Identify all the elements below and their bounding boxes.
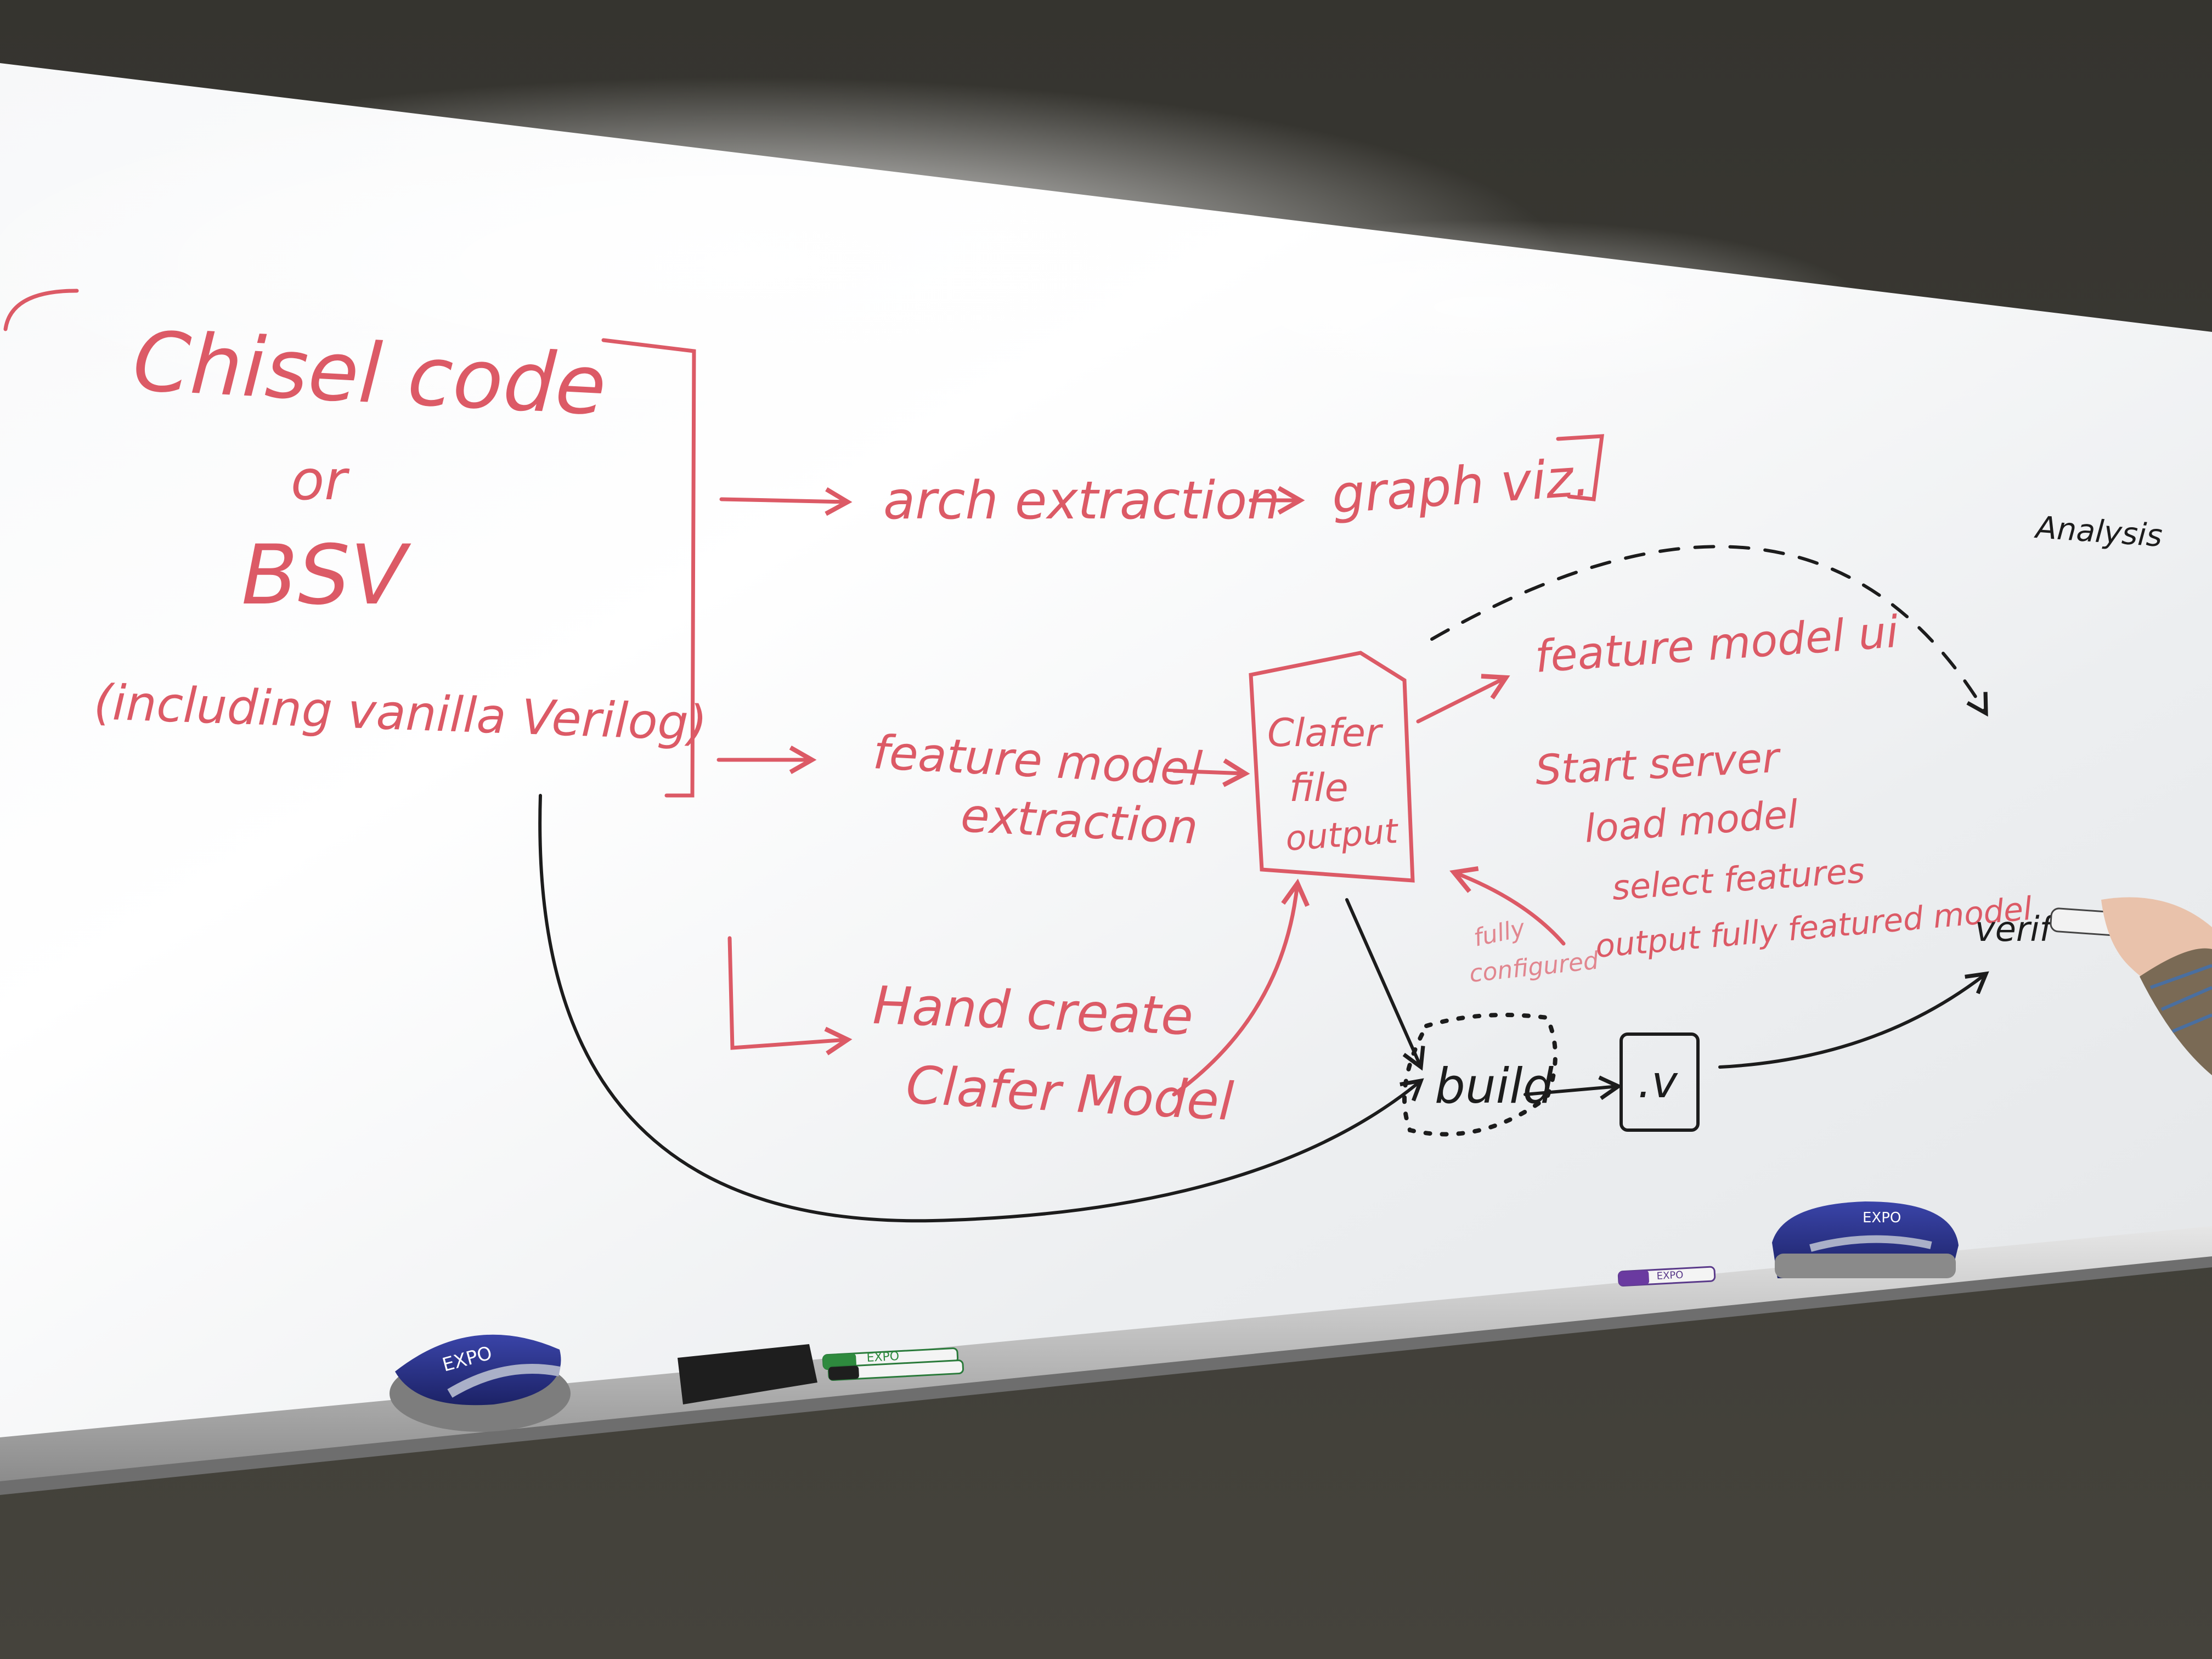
- marker-green-brand: EXPO: [866, 1350, 900, 1365]
- clafer-file-box: [1249, 651, 1415, 883]
- arrow-fully-configured: [1449, 866, 1566, 946]
- marker-purple-brand: EXPO: [1656, 1269, 1684, 1282]
- eraser-left: EXPO: [390, 1334, 571, 1432]
- diagram-black: [538, 545, 1989, 1223]
- sleeve: [2140, 948, 2212, 1075]
- hand-create-elbow: [727, 936, 853, 1056]
- arrow-to-clafer: [1172, 758, 1250, 787]
- source-to-build-curve: [538, 794, 1424, 1223]
- v-file-label: .v: [1638, 1057, 1678, 1108]
- v-file-box: [1620, 1032, 1700, 1132]
- left-bracket: [3, 289, 79, 331]
- marker-purple: EXPO: [1617, 1266, 1716, 1287]
- light-glare-2: [1097, 219, 1865, 395]
- feature-model-extraction-2: extraction: [960, 788, 1199, 855]
- dashed-analysis-arc: [1430, 545, 1988, 717]
- build-to-v: [1523, 1075, 1623, 1101]
- clafer-to-build: [1345, 898, 1425, 1071]
- source-line-3: BSV: [241, 528, 411, 623]
- marker-tray: [0, 1226, 2212, 1487]
- source-bracket: [601, 338, 696, 798]
- verif-label: verif: [1975, 909, 2056, 949]
- arrow-to-arch: [719, 487, 853, 516]
- arch-extraction: arch extraction: [883, 471, 1280, 531]
- source-line-2: or: [291, 448, 350, 512]
- marker-green-2: [827, 1359, 964, 1381]
- felt-eraser: [678, 1344, 817, 1404]
- v-to-verif: [1718, 971, 1989, 1069]
- eraser-right-brand: EXPO: [1863, 1210, 1901, 1226]
- arrow-hand-to-clafer: [1172, 878, 1310, 1097]
- tray-lip: [0, 1256, 2212, 1495]
- graphviz-bracket: [1556, 434, 1605, 501]
- writing-hand: [2050, 897, 2212, 1075]
- clafer-box-1: Clafer: [1267, 710, 1384, 755]
- diagram-red: [3, 289, 1605, 1097]
- clafer-box-2: file: [1289, 765, 1348, 810]
- arrow-to-feature-ui: [1416, 674, 1510, 724]
- build-cloud: [1402, 1013, 1558, 1137]
- clafer-box-3: output: [1284, 811, 1401, 859]
- eraser-right: EXPO: [1772, 1201, 1959, 1278]
- build-label: build: [1435, 1058, 1554, 1114]
- hand-create-1: Hand create: [872, 975, 1194, 1047]
- black-text: build .v verif Analysis: [1435, 510, 2164, 1114]
